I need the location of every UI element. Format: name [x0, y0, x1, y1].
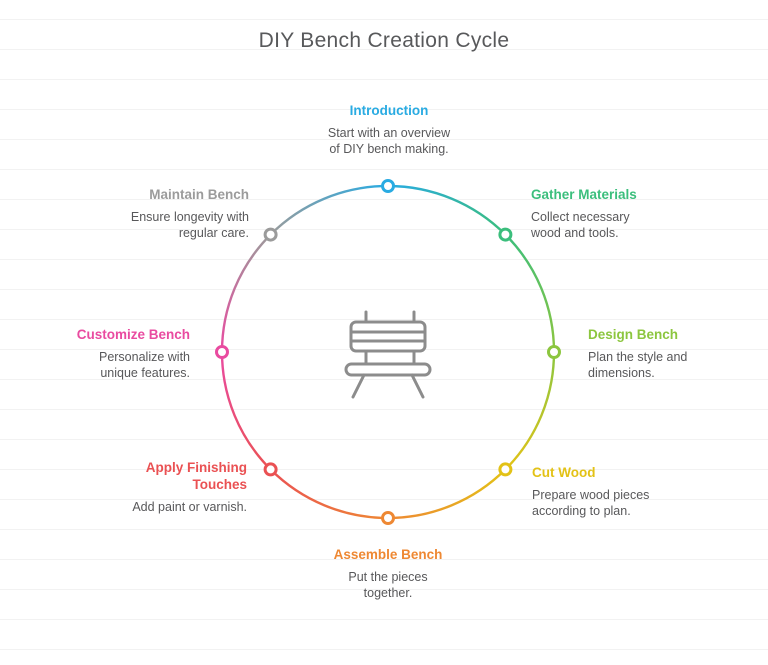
bench-leg-left	[351, 373, 366, 399]
node-assemble-bench	[381, 511, 395, 525]
step-desc-introduction: Start with an overview of DIY bench maki…	[327, 126, 451, 156]
step-title-cut-wood: Cut Wood	[532, 465, 596, 480]
node-design-bench	[547, 345, 561, 359]
step-desc-cut-wood: Prepare wood pieces according to plan.	[532, 488, 650, 518]
step-desc-maintain-bench: Ensure longevity with regular care.	[130, 210, 249, 240]
step-maintain-bench: Maintain Bench Ensure longevity with reg…	[69, 186, 249, 241]
step-cut-wood: Cut Wood Prepare wood pieces according t…	[532, 464, 692, 519]
step-introduction: Introduction Start with an overview of D…	[279, 102, 499, 157]
bench-backrest	[349, 320, 427, 353]
arc-cutwood-assemble	[387, 468, 507, 520]
step-desc-design-bench: Plan the style and dimensions.	[588, 350, 688, 380]
step-desc-customize-bench: Personalize with unique features.	[98, 350, 190, 380]
arc-introduction-gather	[387, 184, 507, 236]
node-cut-wood	[498, 462, 513, 477]
step-title-gather-materials: Gather Materials	[531, 187, 637, 202]
step-gather-materials: Gather Materials Collect necessary wood …	[531, 186, 701, 241]
bench-seat	[344, 362, 432, 377]
arc-gather-design	[504, 233, 556, 353]
bench-leg-right	[410, 373, 425, 399]
bench-icon	[344, 310, 432, 399]
step-desc-apply-finishing-touches: Add paint or varnish.	[132, 500, 247, 514]
arc-assemble-finishing	[269, 468, 389, 520]
arc-customize-maintain	[220, 233, 272, 353]
step-desc-gather-materials: Collect necessary wood and tools.	[531, 210, 630, 240]
node-customize-bench	[215, 345, 229, 359]
step-design-bench: Design Bench Plan the style and dimensio…	[588, 326, 728, 381]
step-title-customize-bench: Customize Bench	[76, 327, 190, 342]
cycle-nodes	[215, 179, 561, 525]
step-title-assemble-bench: Assemble Bench	[333, 547, 443, 562]
step-apply-finishing-touches: Apply Finishing Touches Add paint or var…	[117, 459, 247, 516]
step-title-maintain-bench: Maintain Bench	[149, 187, 249, 202]
arc-design-cutwood	[504, 351, 556, 471]
step-desc-assemble-bench: Put the pieces together.	[348, 570, 428, 600]
arc-finishing-customize	[220, 351, 272, 471]
step-customize-bench: Customize Bench Personalize with unique …	[20, 326, 190, 381]
cycle-ring	[220, 184, 556, 520]
node-introduction	[381, 179, 395, 193]
node-apply-finishing-touches	[263, 462, 278, 477]
step-title-design-bench: Design Bench	[588, 327, 679, 342]
step-title-apply-finishing-touches: Apply Finishing Touches	[145, 460, 247, 492]
arc-maintain-introduction	[269, 184, 389, 236]
node-maintain-bench	[263, 227, 278, 242]
step-assemble-bench: Assemble Bench Put the pieces together.	[278, 546, 498, 601]
page-title: DIY Bench Creation Cycle	[258, 29, 510, 52]
step-title-introduction: Introduction	[349, 103, 429, 118]
node-gather-materials	[498, 227, 513, 242]
